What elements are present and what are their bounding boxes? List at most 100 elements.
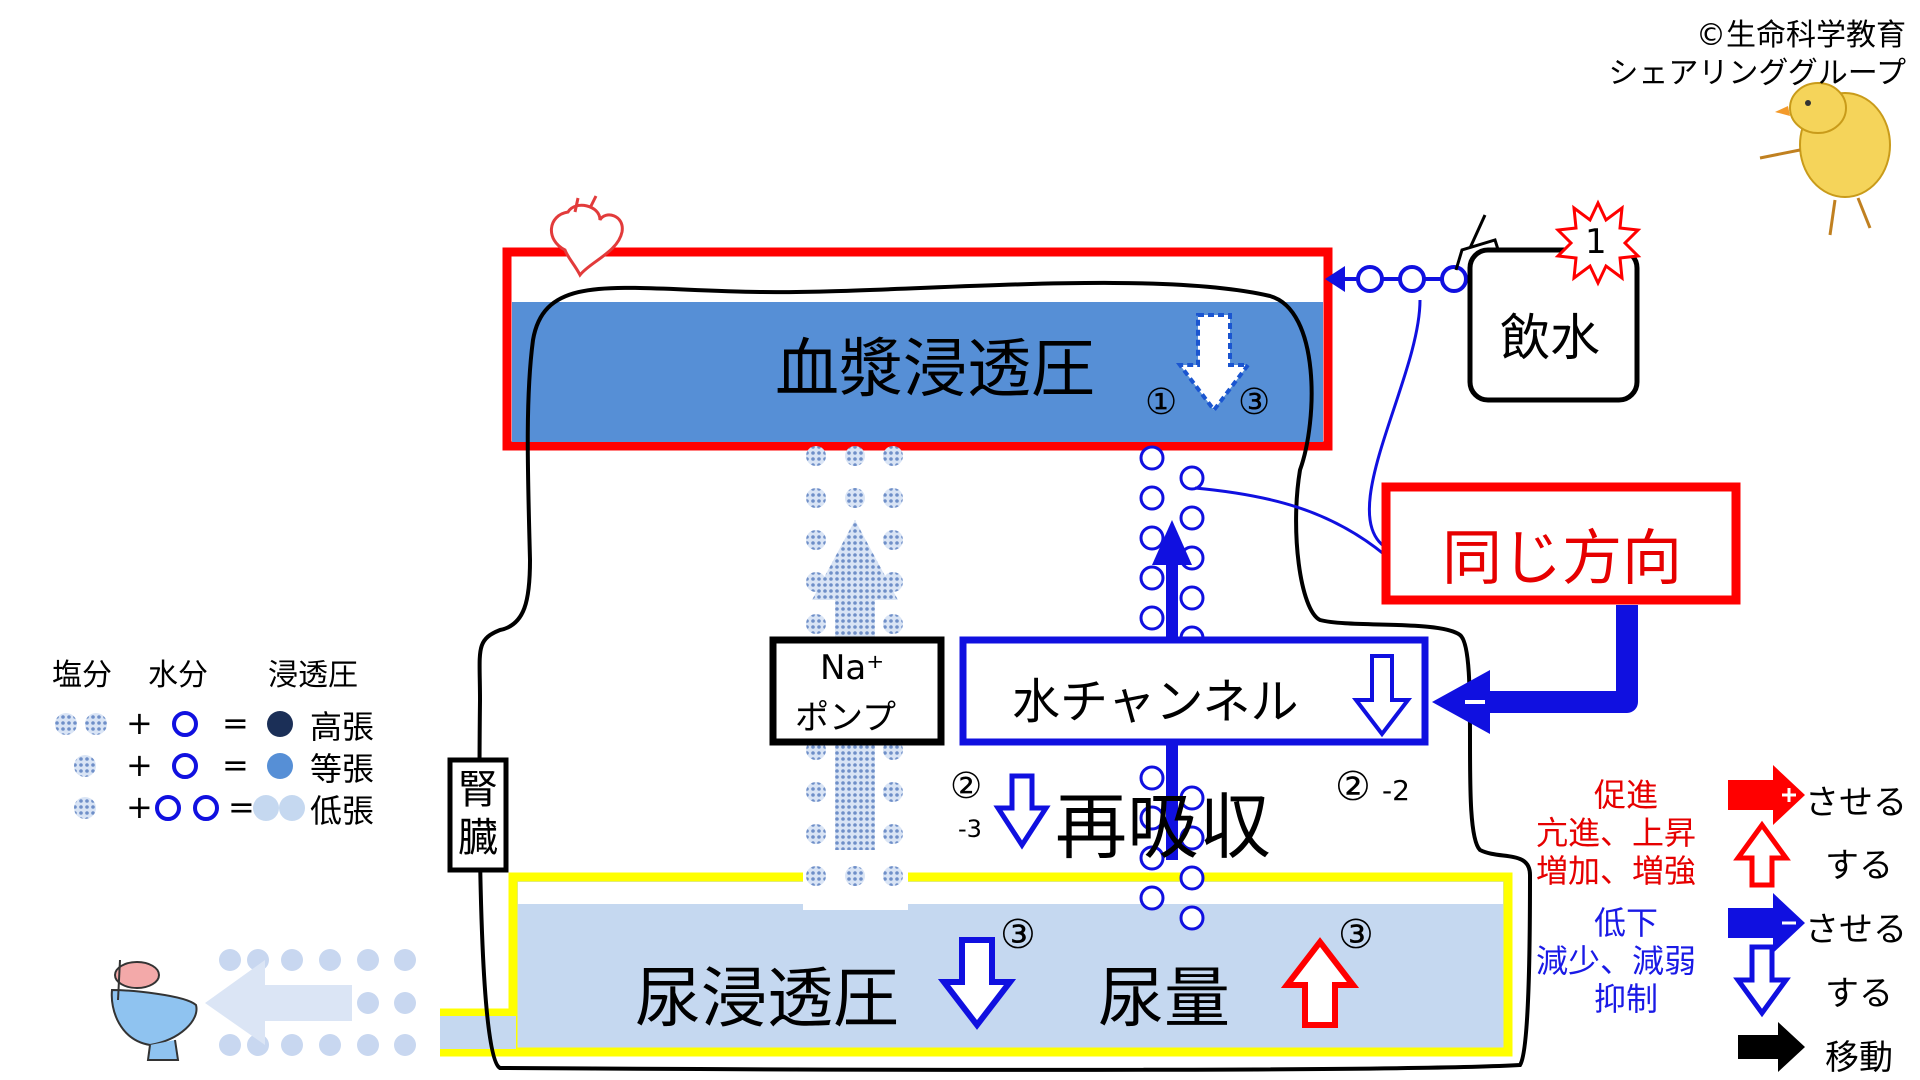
same-direction-label: 同じ方向 [1442, 524, 1682, 594]
reduce-self-arrow [1733, 944, 1791, 1018]
promote-line3: 増加、増強 [1536, 852, 1697, 890]
salt-dot [883, 488, 903, 508]
reabsorption-label: 再吸収 [1055, 785, 1272, 869]
water-channel-box [959, 636, 1429, 746]
water-circle [1179, 465, 1205, 491]
water-circle [1139, 885, 1165, 911]
influence-arrow [1432, 605, 1638, 734]
reduce-line2: 減少、減弱 [1536, 942, 1697, 980]
copyright-line2: シェアリンググループ [1608, 56, 1906, 91]
salt-dot [845, 488, 865, 508]
osmo-legend-label-3: 低張 [310, 792, 375, 830]
water-circle [1179, 785, 1205, 811]
promote-self-arrow [1733, 820, 1791, 888]
promote-line1: 促進 [1594, 776, 1659, 814]
plasma-label: 血漿浸透圧 [775, 333, 1095, 407]
osmo-legend-header-salt: 塩分 [52, 658, 112, 693]
starburst-icon [1554, 199, 1642, 287]
reduce-causative-label: させる [1805, 910, 1907, 950]
salt-dot [883, 446, 903, 466]
outflow-dot [219, 1034, 241, 1056]
drink-box [1467, 247, 1640, 403]
urine-box [508, 872, 1513, 1057]
water-circle [1139, 805, 1165, 831]
ureter-fill [440, 1016, 516, 1049]
move-label: 移動 [1825, 1038, 1893, 1078]
water-circles [1139, 445, 1205, 931]
copyright-line1: ©生命科学教育 [1696, 18, 1906, 53]
osmo-legend-header-water: 水分 [148, 658, 208, 693]
osmo-legend-symbols [55, 711, 305, 821]
outflow-dot [319, 1034, 341, 1056]
salt-dot [883, 530, 903, 550]
outflow-dot [319, 949, 341, 971]
urine-osmotic-mark: ③ [1000, 912, 1036, 958]
urine-out [205, 949, 416, 1056]
outflow-dot [394, 949, 416, 971]
urine-top-white [518, 882, 1503, 904]
same-direction-curve-1 [1194, 486, 1386, 557]
water-circle [1179, 505, 1205, 531]
salt-dot [806, 614, 826, 634]
salt-dot [85, 713, 107, 735]
water-circle [1179, 905, 1205, 931]
low-dot [279, 795, 305, 821]
outflow-dot [281, 1034, 303, 1056]
water-circle [1139, 525, 1165, 551]
kidney-label-box [447, 757, 509, 873]
salt-dot [806, 446, 826, 466]
pump-box [769, 636, 945, 746]
water-circle [1179, 825, 1205, 851]
osmo-legend-plus-2: + [126, 746, 153, 784]
drink-flow [1325, 265, 1500, 293]
drink-label: 飲水 [1500, 309, 1600, 367]
promote-self-label: する [1825, 846, 1893, 886]
salt-dot [55, 713, 77, 735]
channel-down-arrow [1351, 654, 1413, 738]
same-direction-curve-2 [1368, 299, 1422, 552]
water-circle [155, 795, 181, 821]
promote-causative-label: させる [1805, 783, 1907, 823]
osmo-legend-header-osmo: 浸透圧 [268, 658, 358, 693]
urine-osmotic-label: 尿浸透圧 [635, 960, 899, 1037]
osmo-legend-eq-2: = [222, 746, 249, 784]
salt-dot [883, 614, 903, 634]
drink-badge: 1 [1585, 222, 1607, 262]
water-circle [1179, 585, 1205, 611]
water-circle [1139, 765, 1165, 791]
salt-dot [883, 866, 903, 886]
plasma-down-arrow [1175, 313, 1253, 414]
water-circle [1139, 565, 1165, 591]
salt-dot [845, 446, 865, 466]
promote-causative-arrow [1728, 765, 1805, 825]
toilet-icon [110, 959, 198, 1061]
high-dot [267, 711, 293, 737]
salt-dot [806, 824, 826, 844]
osmo-legend-label-1: 高張 [310, 708, 375, 746]
plasma-mark-right: ③ [1238, 382, 1271, 423]
reduce-line1: 低下 [1594, 904, 1659, 942]
heart-icon [549, 195, 624, 278]
water-circle [1139, 845, 1165, 871]
outflow-dot [281, 949, 303, 971]
salt-dot [883, 782, 903, 802]
reabsorption-mark-right-sub: -2 [1382, 774, 1410, 807]
promote-line2: 亢進、上昇 [1536, 814, 1697, 852]
urine-volume-label: 尿量 [1098, 960, 1230, 1037]
salt-dot [806, 866, 826, 886]
water-circle [1139, 485, 1165, 511]
salt-dot [806, 488, 826, 508]
reabsorption-down-arrow [993, 773, 1051, 850]
salt-dot [74, 755, 96, 777]
water-channel-label: 水チャンネル [1012, 674, 1299, 730]
reduce-causative-arrow [1728, 893, 1805, 953]
osmo-legend-eq-3: = [228, 788, 255, 826]
kidney-outline [477, 280, 1533, 1072]
reabsorption-mark-left-sub: -3 [958, 815, 982, 843]
same-direction-box [1381, 482, 1741, 605]
salt-dot [74, 797, 96, 819]
water-circle [193, 795, 219, 821]
pump-line1: Na⁺ [820, 648, 885, 688]
plasma-mark-left: ① [1145, 382, 1178, 423]
